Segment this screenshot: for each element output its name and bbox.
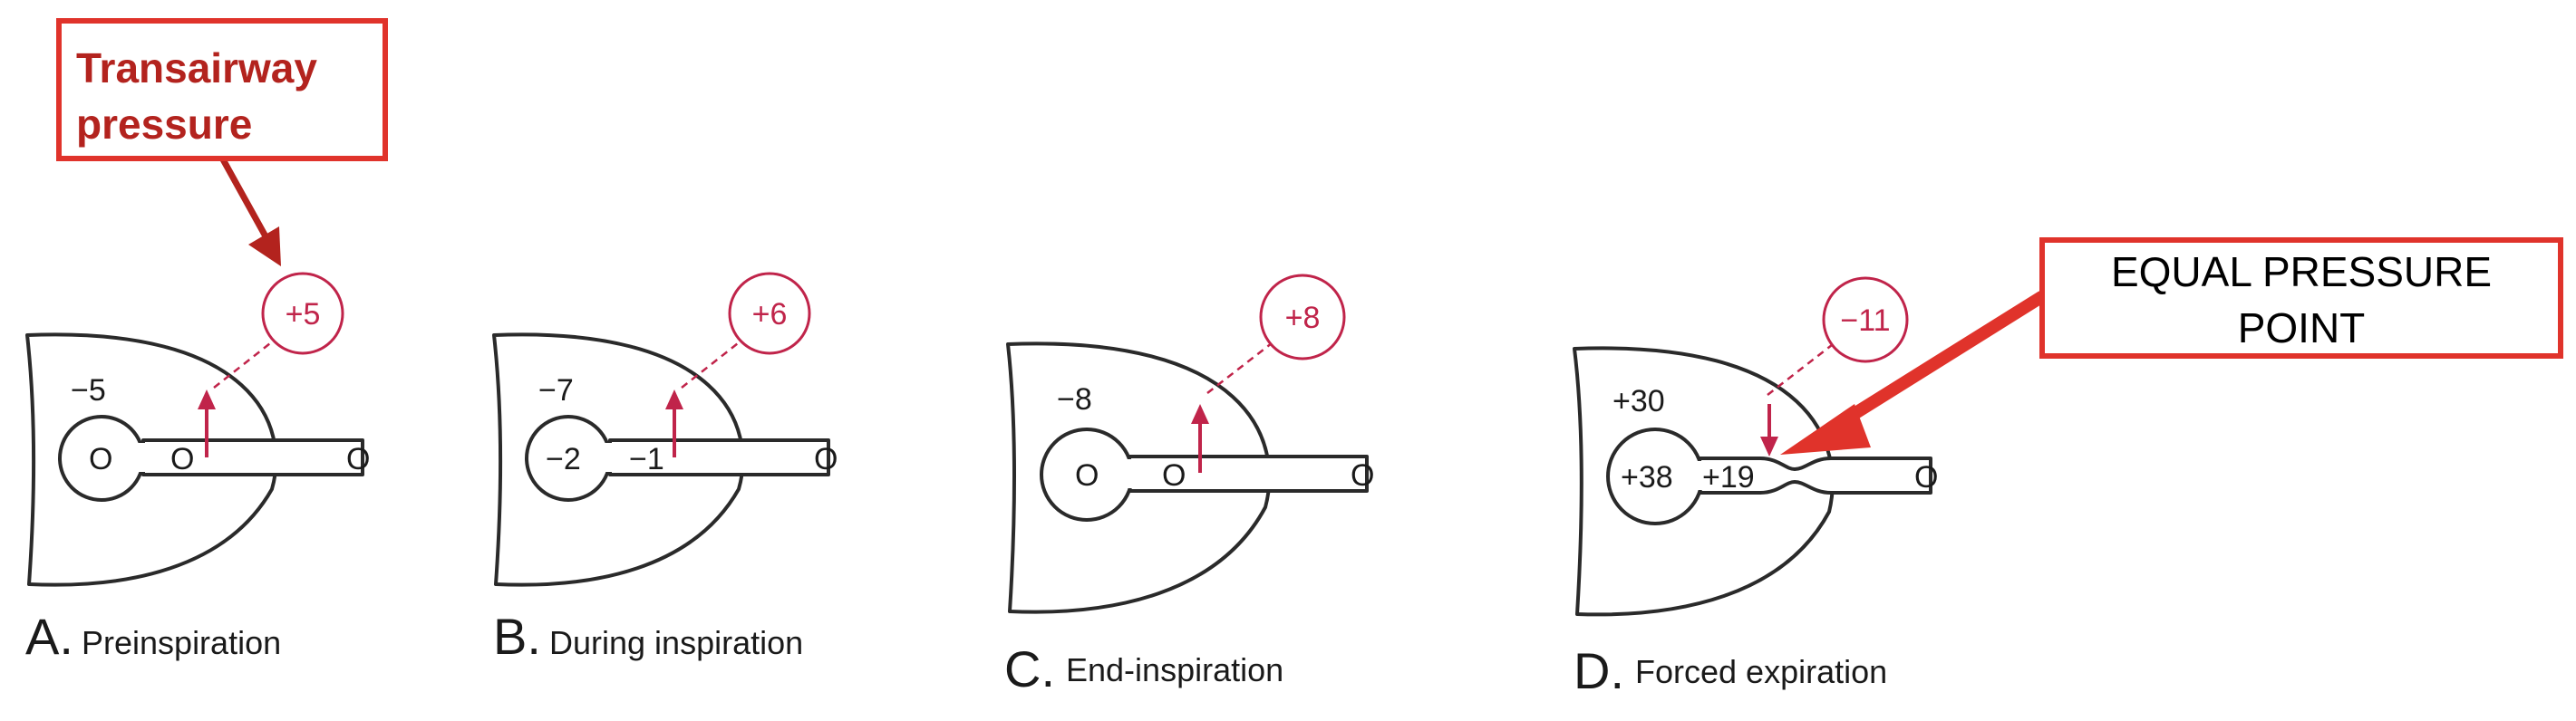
- panel-letter: D.: [1574, 642, 1624, 699]
- airway-pressure: O: [1162, 458, 1186, 493]
- airway-compressed: [1686, 457, 1932, 495]
- lung-outline: [492, 332, 745, 587]
- panel-letter: B.: [493, 608, 541, 665]
- arrowhead-icon: [1760, 437, 1778, 457]
- pleural-pressure: +30: [1612, 384, 1665, 418]
- transairway-pressure: +6: [752, 297, 788, 332]
- alveolar-pressure: −2: [546, 442, 581, 476]
- mouth-pressure: O: [1914, 460, 1938, 495]
- callout-line: EQUAL PRESSURE: [2110, 248, 2493, 295]
- panel-caption: During inspiration: [549, 624, 803, 661]
- panel-d: +30 +38 +19 O −11 D. Forced expiration: [1573, 276, 1938, 699]
- transairway-circle: [1259, 274, 1346, 360]
- mouth-pressure: O: [346, 442, 370, 476]
- pressure-leader: [213, 332, 284, 389]
- transairway-pressure: −11: [1840, 303, 1890, 338]
- callout-line: pressure: [76, 101, 253, 148]
- mouth-pressure: O: [1351, 458, 1374, 493]
- transairway-circle: [728, 272, 811, 355]
- panel-caption: Preinspiration: [82, 624, 281, 661]
- callout-line: Transairway: [76, 44, 317, 91]
- callout-arrow-transairway: [219, 156, 281, 266]
- panel-caption: Forced expiration: [1635, 653, 1887, 690]
- panel-letter: A.: [25, 608, 73, 665]
- pleural-pressure: −8: [1057, 382, 1092, 417]
- lung-outline: [1573, 346, 1835, 617]
- pressure-leader: [1206, 336, 1281, 394]
- arrowhead-icon: [1191, 404, 1209, 424]
- pressure-leader: [681, 332, 751, 389]
- transairway-circle: [1822, 276, 1909, 363]
- transairway-pressure-callout: Transairway pressure: [56, 18, 388, 161]
- lung-outline: [1006, 341, 1272, 614]
- panel-letter: C.: [1004, 640, 1055, 697]
- callout-line: POINT: [2237, 304, 2366, 351]
- panel-c: −8 O O O +8 C. End-inspiration: [1004, 274, 1374, 697]
- equal-pressure-point-callout: EQUAL PRESSURE POINT: [2039, 237, 2563, 359]
- panel-b: −7 −2 −1 O +6 B. During inspiration: [492, 272, 838, 665]
- alveolar-pressure: O: [89, 442, 112, 476]
- lung-outline: [25, 332, 278, 587]
- pleural-pressure: −7: [538, 373, 574, 408]
- airway-pressure: −1: [629, 442, 664, 476]
- mouth-pressure: O: [814, 442, 838, 476]
- panel-a: −5 O O O +5 A. Preinspiration: [25, 272, 370, 665]
- airway-pressure: +19: [1702, 460, 1755, 495]
- transairway-circle: [261, 272, 344, 355]
- arrowhead-icon: [198, 389, 216, 409]
- alveolar-pressure: O: [1075, 458, 1099, 493]
- pleural-pressure: −5: [71, 373, 106, 408]
- arrowhead-icon: [248, 226, 281, 266]
- arrowhead-icon: [1780, 404, 1871, 455]
- panel-caption: End-inspiration: [1066, 651, 1283, 688]
- transairway-pressure: +5: [286, 297, 321, 332]
- airway-pressure: O: [170, 442, 194, 476]
- pressure-leader: [1767, 338, 1841, 396]
- transairway-pressure: +8: [1285, 301, 1321, 335]
- alveolar-pressure: +38: [1621, 460, 1673, 495]
- callout-arrow-equal-pressure: [1780, 291, 2048, 455]
- arrowhead-icon: [665, 389, 683, 409]
